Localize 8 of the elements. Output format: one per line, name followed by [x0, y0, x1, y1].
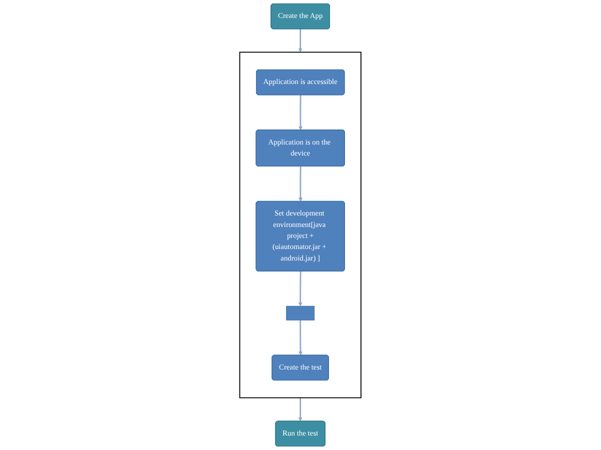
- arrow: [298, 166, 303, 202]
- node-box: [286, 306, 315, 320]
- cluster: [239, 52, 362, 398]
- arrow: [298, 95, 303, 130]
- arrow: [298, 398, 303, 422]
- arrow: [298, 28, 303, 52]
- arrow: [298, 271, 303, 306]
- arrow: [298, 320, 303, 356]
